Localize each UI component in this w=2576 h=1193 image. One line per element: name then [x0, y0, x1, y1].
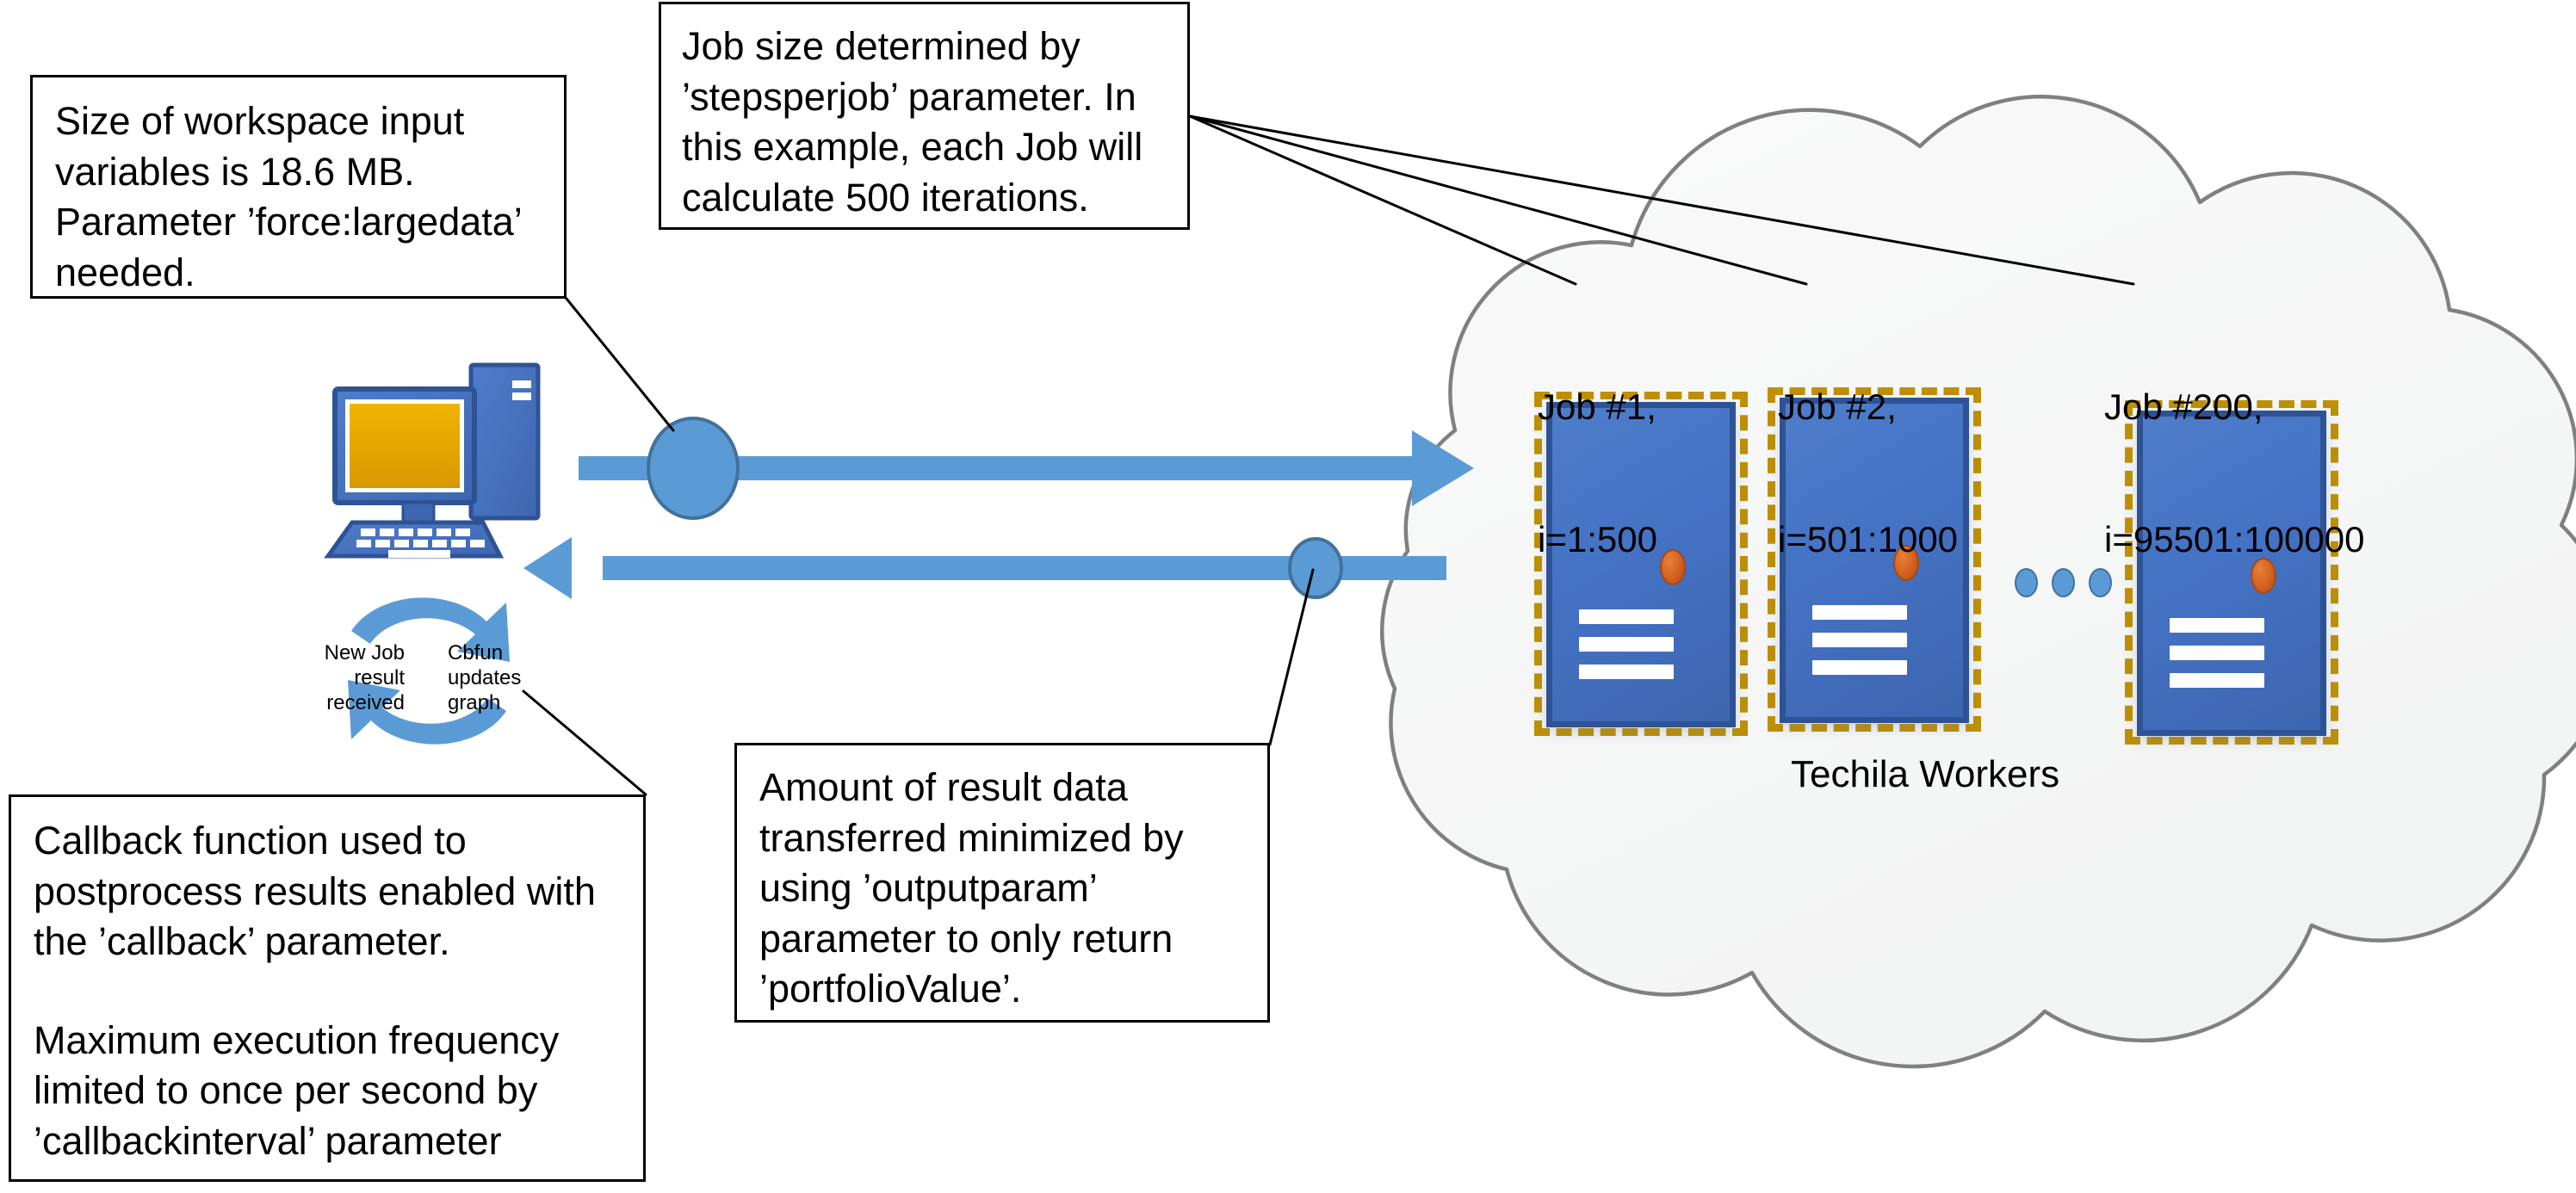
job-label-2-title: Job #2,	[1778, 386, 1897, 428]
job-label-200-range: i=95501:100000	[2104, 519, 2365, 560]
worker-2-slot	[1812, 633, 1907, 647]
callout-outputparam-text: Amount of result data transferred minimi…	[759, 765, 1195, 1011]
worker-node-1	[1534, 392, 1748, 736]
worker-2-slot	[1812, 660, 1907, 675]
worker-ellipsis-dot	[2089, 568, 2112, 597]
worker-2-job-boundary	[1768, 387, 1981, 732]
desktop-computer-icon	[324, 362, 541, 559]
callout-job-size-text: Job size determined by ’stepsperjob’ par…	[682, 24, 1154, 219]
callout-callback-paragraph-2: Maximum execution frequency limited to o…	[34, 1017, 570, 1163]
callout-workspace-size-text: Size of workspace input variables is 18.…	[55, 99, 532, 294]
callout-callback-function: Callback function used to postprocess re…	[9, 794, 646, 1182]
callback-cycle-arrows	[348, 597, 510, 745]
cycle-label-new-job-result: New Job result received	[324, 641, 405, 714]
worker-1-slot	[1579, 637, 1674, 652]
worker-1-status-led	[1660, 549, 1686, 585]
input-data-marker	[647, 417, 740, 520]
arrow-from-workers	[523, 537, 1446, 599]
worker-1-slot	[1579, 609, 1674, 624]
result-data-marker	[1288, 537, 1343, 599]
job-label-1-title: Job #1,	[1538, 386, 1656, 428]
job-label-200: Job #200, i=95501:100000	[2104, 297, 2364, 650]
worker-200-slot	[2170, 646, 2264, 660]
worker-200-job-boundary	[2125, 400, 2338, 745]
worker-200-slot	[2170, 673, 2264, 688]
callout-outputparam: Amount of result data transferred minimi…	[734, 743, 1270, 1023]
worker-200-status-led	[2251, 558, 2276, 594]
techila-workers-caption: Techila Workers	[1791, 753, 2060, 795]
worker-ellipsis-dot	[2015, 568, 2038, 597]
job-label-1: Job #1, i=1:500	[1538, 297, 1657, 650]
arrow-to-workers	[579, 417, 1474, 520]
worker-2-status-led	[1893, 545, 1919, 581]
job-label-2: Job #2, i=501:1000	[1778, 297, 1958, 650]
worker-200-slot	[2170, 618, 2264, 633]
cycle-label-cbfun-updates-graph: Cbfun updates graph	[448, 641, 522, 714]
callout-callback-paragraph-1: Callback function used to postprocess re…	[34, 819, 607, 963]
worker-1-slot	[1579, 664, 1674, 679]
worker-2-slot	[1812, 605, 1907, 620]
job-label-1-range: i=1:500	[1538, 519, 1657, 560]
worker-node-200	[2125, 400, 2338, 745]
callout-workspace-size: Size of workspace input variables is 18.…	[30, 75, 567, 299]
worker-1-job-boundary	[1534, 392, 1748, 736]
callout-job-size: Job size determined by ’stepsperjob’ par…	[659, 2, 1190, 230]
job-label-200-title: Job #200,	[2104, 386, 2263, 428]
job-label-2-range: i=501:1000	[1778, 519, 1959, 560]
worker-node-2	[1768, 387, 1981, 732]
worker-ellipsis-dot	[2052, 568, 2075, 597]
